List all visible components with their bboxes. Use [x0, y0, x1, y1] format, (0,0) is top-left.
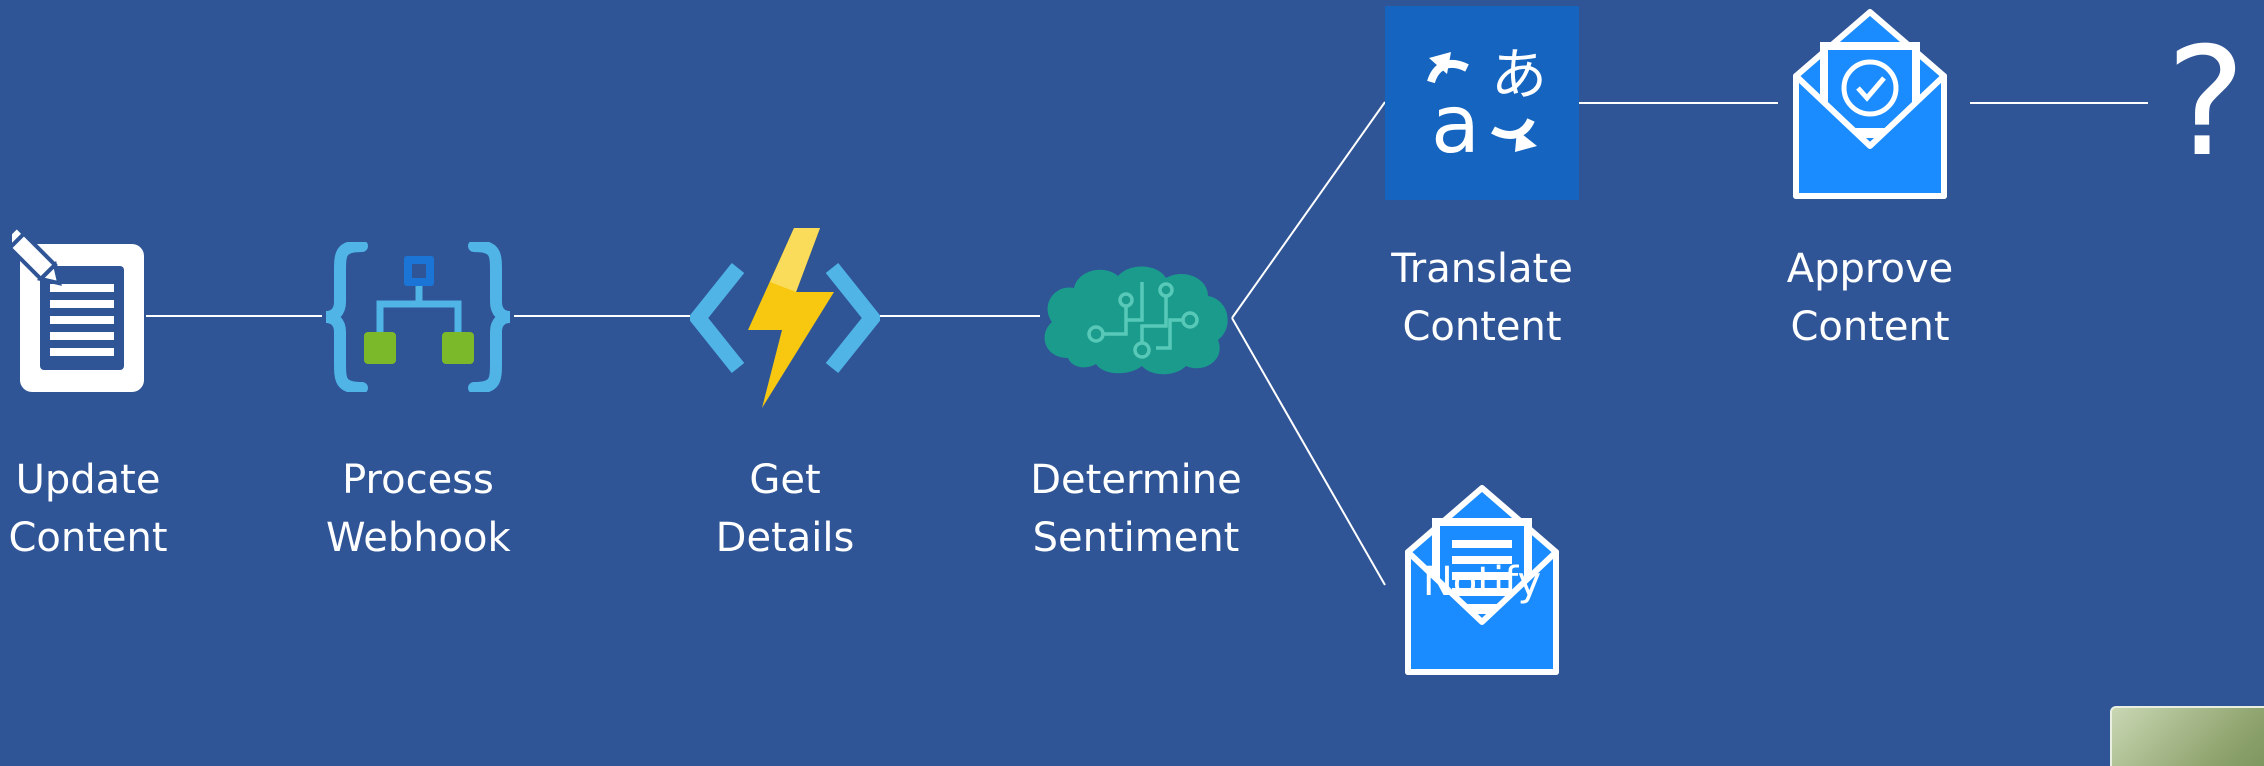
step-label-determine-sentiment: Determine Sentiment [1030, 457, 1242, 561]
translator-icon: a あ [1385, 6, 1579, 200]
svg-text:a: a [1431, 78, 1480, 171]
cognitive-brain-icon [1044, 266, 1228, 375]
approval-mail-icon [1793, 9, 1947, 199]
connector-sentiment-notify [1231, 317, 1386, 586]
function-app-icon [690, 228, 880, 408]
notification-mail-icon [1405, 485, 1559, 675]
logic-app-icon [325, 242, 511, 392]
step-label-update-content: Update Content [8, 457, 168, 561]
unknown-step-question-mark: ? [2166, 16, 2246, 190]
corner-thumbnail [2110, 706, 2264, 766]
svg-text:あ: あ [1491, 43, 1547, 108]
step-label-notify: Notify [1422, 559, 1542, 605]
connector-sentiment-translate [1231, 101, 1386, 319]
step-label-get-details: Get Details [715, 457, 855, 561]
document-edit-icon [12, 228, 144, 392]
step-label-process-webhook: Process Webhook [326, 457, 511, 561]
step-label-translate-content: Translate Content [1391, 246, 1573, 350]
step-label-approve-content: Approve Content [1786, 246, 1954, 350]
